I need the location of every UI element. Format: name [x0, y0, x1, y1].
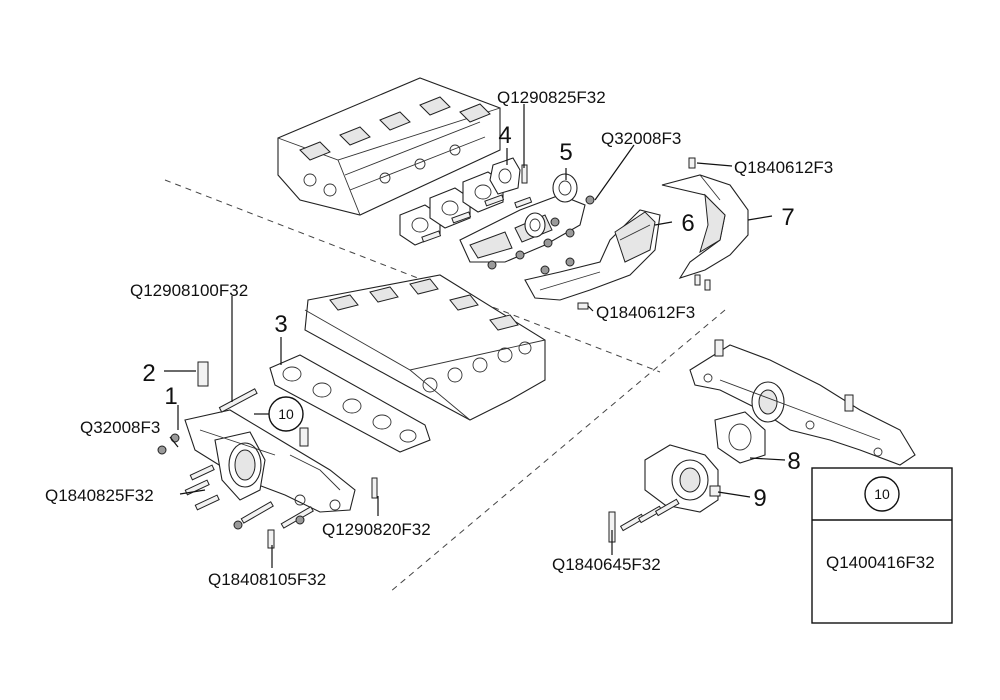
callout-10-circle: 10	[268, 396, 304, 432]
exhaust-manifold-top	[459, 173, 595, 275]
code-left-nut: Q32008F3	[80, 418, 160, 437]
sensor-part-2	[197, 361, 209, 387]
intake-manifold-part-1	[184, 409, 356, 513]
right-fasteners	[608, 498, 680, 543]
code-top-stud: Q1290825F32	[497, 88, 606, 107]
callout-1: 1	[164, 383, 177, 410]
code-left-stud-short: Q1290820F32	[322, 520, 431, 539]
heat-shield-part-7	[661, 174, 749, 291]
code-top-bolt-lower: Q1840612F3	[596, 303, 695, 322]
callout-9: 9	[753, 485, 766, 512]
callout-3: 3	[274, 311, 287, 338]
flange-gasket-part-8	[714, 411, 766, 464]
part-code-labels: Q1290825F32 Q32008F3 Q1840612F3 Q1840612…	[45, 88, 833, 589]
cylinder-head-left	[304, 274, 546, 421]
studs-top	[421, 164, 533, 243]
callout-5: 5	[559, 139, 572, 166]
code-top-bolt-right: Q1840612F3	[734, 158, 833, 177]
cylinder-head-top	[277, 77, 501, 216]
code-left-long-bolt: Q18408105F32	[208, 570, 326, 589]
section-divider-lines	[164, 179, 726, 593]
throttle-body-part-9	[644, 444, 721, 513]
callout-2: 2	[142, 360, 155, 387]
flange-part-5	[552, 173, 578, 203]
exhaust-manifold-right	[689, 339, 916, 466]
heat-shield-part-6	[524, 209, 661, 301]
gasket-part-4	[489, 157, 521, 195]
code-left-long-stud: Q12908100F32	[130, 281, 248, 300]
table-ref-number: 10	[874, 486, 890, 502]
intake-gasket-part-3	[269, 354, 431, 453]
code-left-bolt: Q1840825F32	[45, 486, 154, 505]
callout-8: 8	[787, 448, 800, 475]
reference-table: 10 Q1400416F32	[811, 467, 953, 624]
leader-lines	[164, 104, 786, 568]
table-part-code: Q1400416F32	[826, 553, 935, 572]
callout-6: 6	[681, 210, 694, 237]
callout-7: 7	[781, 204, 794, 231]
callout-4: 4	[498, 122, 511, 149]
callout-numbers: 1 2 3 4 5 6 7 8 9	[142, 122, 800, 512]
code-top-nut: Q32008F3	[601, 129, 681, 148]
callout-10-label: 10	[278, 406, 294, 422]
code-right-bolt: Q1840645F32	[552, 555, 661, 574]
